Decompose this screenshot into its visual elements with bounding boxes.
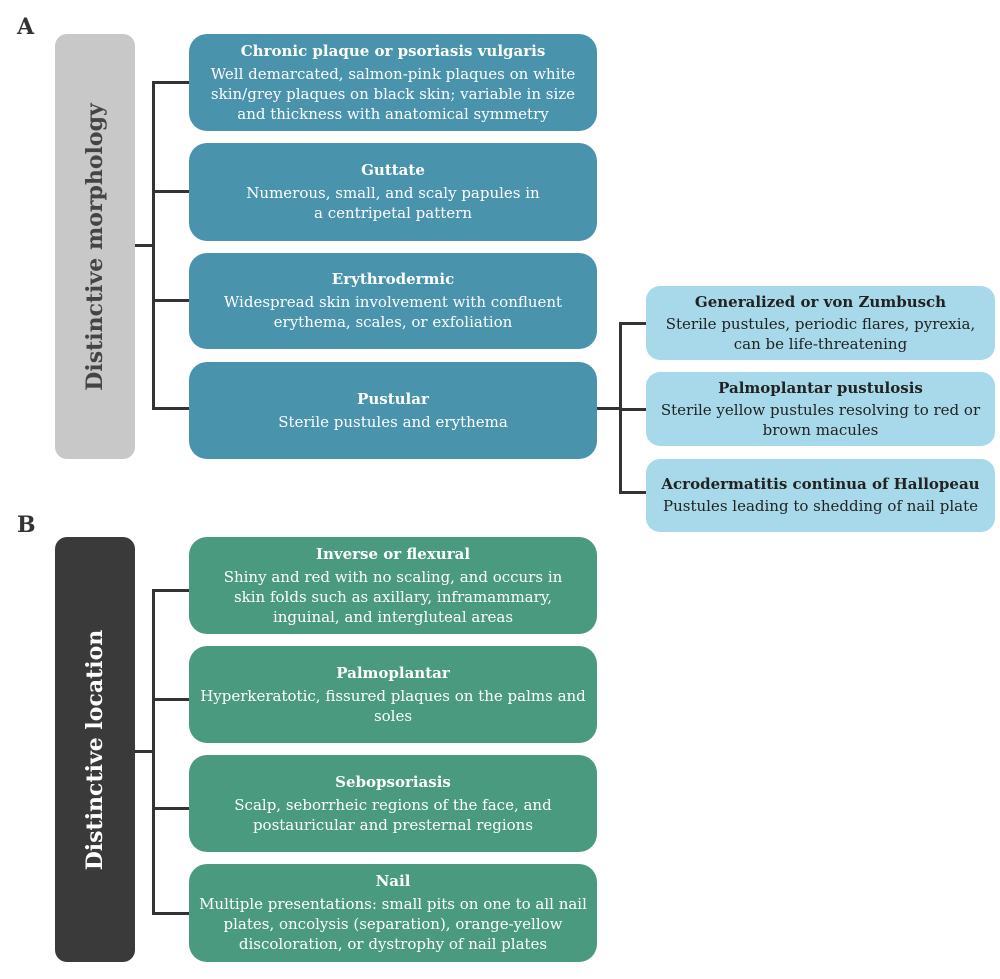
box-title: Sebopsoriasis [335,772,451,791]
morphology-box-erythrodermic: Erythrodermic Widespread skin involvemen… [189,253,597,349]
morphology-box-guttate: Guttate Numerous, small, and scaly papul… [189,143,597,241]
box-desc: Sterile pustules, periodic flares, pyrex… [665,314,976,353]
subtype-box-acrodermatitis: Acrodermatitis continua of Hallopeau Pus… [646,459,995,532]
box-title: Pustular [357,389,429,408]
connector [135,244,154,247]
box-title: Palmoplantar pustulosis [718,378,923,397]
morphology-category-label: Distinctive morphology [82,102,108,391]
location-box-palmoplantar: Palmoplantar Hyperkeratotic, fissured pl… [189,646,597,743]
panel-a-label: A [17,14,35,40]
box-desc: Sterile yellow pustules resolving to red… [660,400,981,439]
connector [619,491,646,494]
box-desc: Multiple presentations: small pits on on… [199,895,587,953]
box-title: Chronic plaque or psoriasis vulgaris [240,41,546,60]
connector [152,912,189,915]
box-desc: Pustules leading to shedding of nail pla… [663,497,978,515]
connector [135,750,154,753]
box-desc: Widespread skin involvement with conflue… [223,293,563,331]
location-box-sebopsoriasis: Sebopsoriasis Scalp, seborrheic regions … [189,755,597,852]
location-category: Distinctive location [55,537,135,962]
box-title: Palmoplantar [336,663,450,682]
box-title: Generalized or von Zumbusch [694,292,947,311]
connector [152,190,189,193]
subtype-box-generalized: Generalized or von Zumbusch Sterile pust… [646,286,995,360]
panel-b-label: B [17,512,36,538]
box-title: Inverse or flexural [315,544,471,563]
box-title: Erythrodermic [331,270,455,288]
box-title: Acrodermatitis continua of Hallopeau [661,475,980,493]
box-title: Nail [375,872,411,890]
morphology-box-pustular: Pustular Sterile pustules and erythema [189,362,597,459]
box-desc: Shiny and red with no scaling, and occur… [223,567,563,626]
box-desc: Numerous, small, and scaly papules in a … [246,184,540,222]
connector [152,81,189,84]
location-box-nail: Nail Multiple presentations: small pits … [189,864,597,962]
connector [152,698,189,701]
connector [152,589,155,915]
box-desc: Scalp, seborrheic regions of the face, a… [234,795,552,834]
connector [152,299,189,302]
connector [619,408,646,411]
connector [152,407,189,410]
connector [152,81,155,410]
box-desc: Hyperkeratotic, fissured plaques on the … [200,686,586,725]
subtype-box-palmoplantar-pustulosis: Palmoplantar pustulosis Sterile yellow p… [646,372,995,446]
morphology-category: Distinctive morphology [55,34,135,459]
connector [619,322,646,325]
connector [152,589,189,592]
box-desc: Well demarcated, salmon-pink plaques on … [210,64,576,123]
morphology-box-chronic-plaque: Chronic plaque or psoriasis vulgaris Wel… [189,34,597,131]
connector [597,407,621,410]
box-desc: Sterile pustules and erythema [278,412,508,431]
location-category-label: Distinctive location [82,629,108,870]
connector [152,807,189,810]
box-title: Guttate [361,161,425,179]
location-box-inverse: Inverse or flexural Shiny and red with n… [189,537,597,634]
